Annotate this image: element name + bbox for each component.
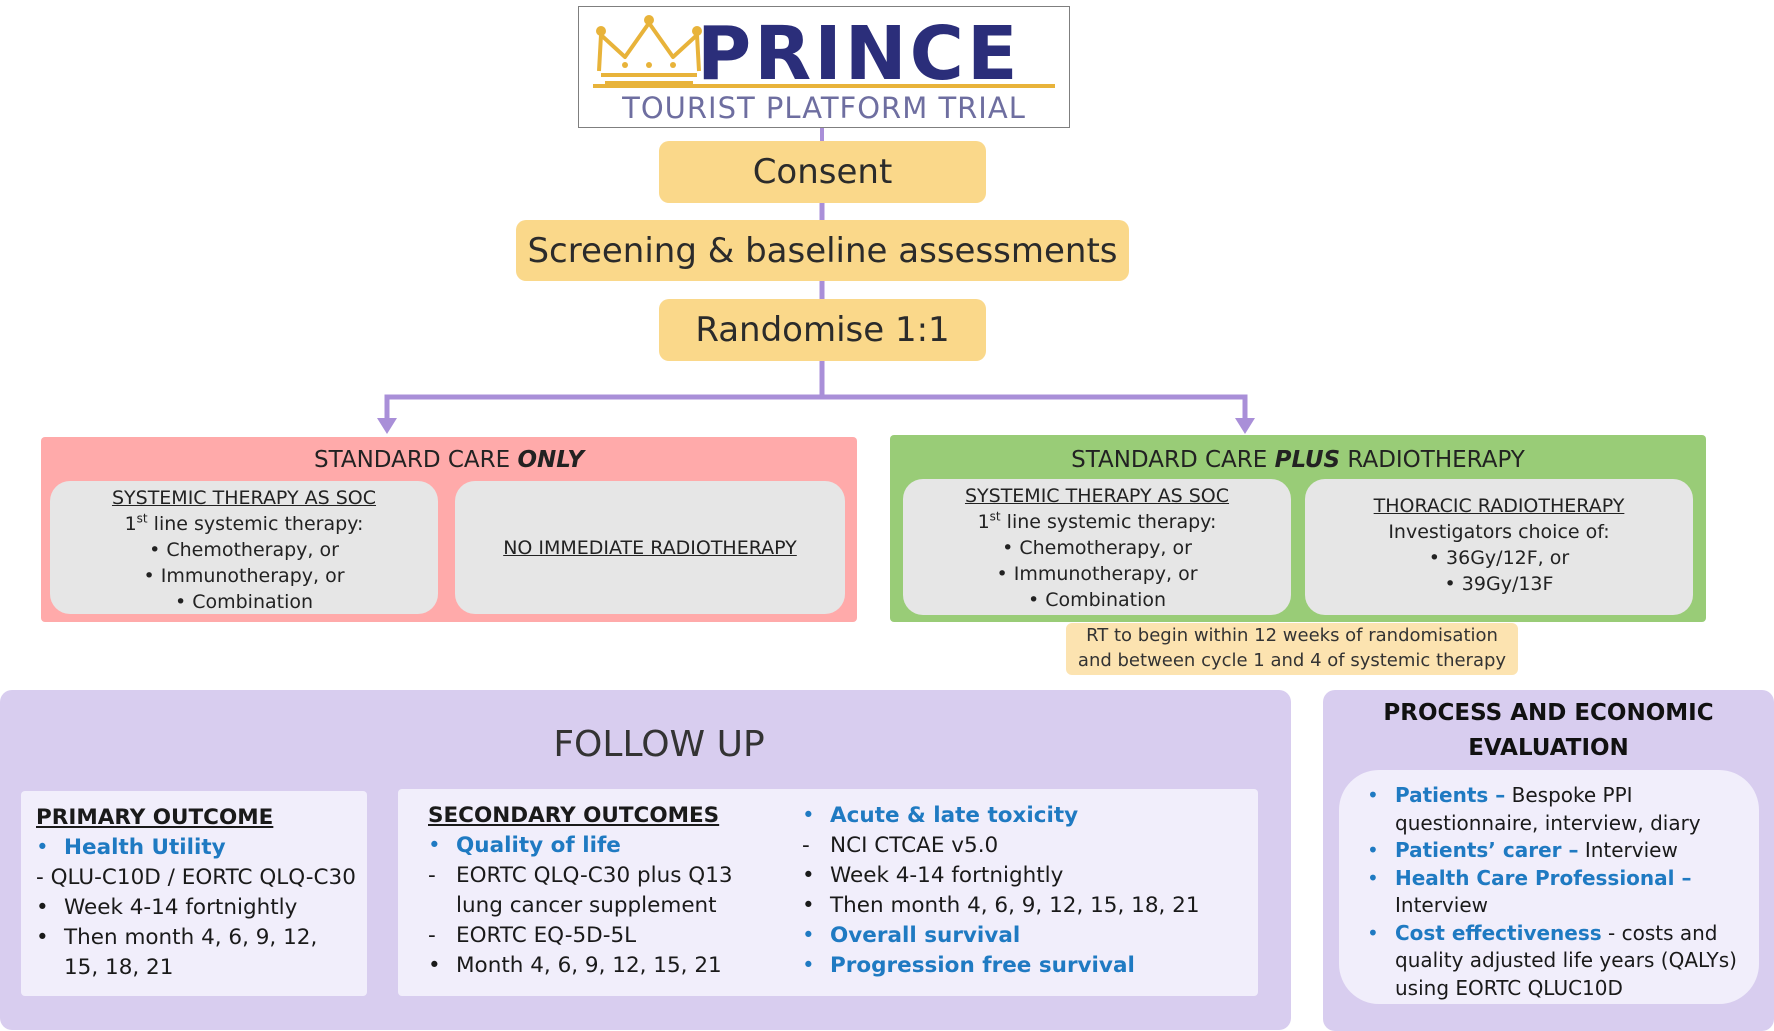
thoracic-item: • 39Gy/13F xyxy=(1444,573,1554,595)
secondary-col-2: •Acute & late toxicity -NCI CTCAE v5.0 •… xyxy=(802,801,1252,981)
list-item: •Quality of life xyxy=(428,833,621,858)
standard-care-only-arm: STANDARD CARE ONLY SYSTEMIC THERAPY AS S… xyxy=(41,437,857,622)
list-item: •Health Care Professional – Interview xyxy=(1367,865,1692,918)
no-immediate-radiotherapy-card: NO IMMEDIATE RADIOTHERAPY xyxy=(455,481,845,614)
follow-up-panel: FOLLOW UP PRIMARY OUTCOME •Health Utilit… xyxy=(0,690,1291,1030)
list-item: - QLU-C10D / EORTC QLQ-C30 xyxy=(36,865,356,890)
secondary-col-1: SECONDARY OUTCOMES •Quality of life -EOR… xyxy=(428,801,778,981)
screening-box: Screening & baseline assessments xyxy=(516,220,1129,281)
list-item: •Cost effectiveness - costs and quality … xyxy=(1367,920,1737,1000)
standard-care-only-title: STANDARD CARE ONLY xyxy=(314,447,584,473)
systemic-item: • Immunotherapy, or xyxy=(996,563,1198,585)
list-item: -NCI CTCAE v5.0 xyxy=(802,833,999,858)
systemic-item: • Chemotherapy, or xyxy=(149,539,339,561)
rt-note-line: and between cycle 1 and 4 of systemic th… xyxy=(1077,650,1507,671)
systemic-heading: SYSTEMIC THERAPY AS SOC xyxy=(111,487,377,509)
rt-timing-note: RT to begin within 12 weeks of randomisa… xyxy=(1066,623,1518,675)
systemic-item: • Combination xyxy=(174,591,314,613)
no-radiotherapy-label: NO IMMEDIATE RADIOTHERAPY xyxy=(503,536,797,559)
primary-outcome-heading: PRIMARY OUTCOME xyxy=(36,805,274,830)
rt-note-line: RT to begin within 12 weeks of randomisa… xyxy=(1086,625,1498,646)
standard-care-plus-title: STANDARD CARE PLUS RADIOTHERAPY xyxy=(1071,447,1525,473)
process-title-line: PROCESS AND ECONOMIC xyxy=(1383,700,1714,726)
thoracic-line: Investigators choice of: xyxy=(1388,521,1610,543)
thoracic-radiotherapy-card: THORACIC RADIOTHERAPY Investigators choi… xyxy=(1305,479,1693,615)
logo-subtitle: TOURIST PLATFORM TRIAL xyxy=(622,91,1026,125)
process-list-card: •Patients – Bespoke PPI questionnaire, i… xyxy=(1339,770,1759,1004)
secondary-outcomes-heading: SECONDARY OUTCOMES xyxy=(428,803,720,828)
systemic-line: 1st line systemic therapy: xyxy=(977,509,1217,533)
follow-up-title: FOLLOW UP xyxy=(553,724,765,765)
process-title: PROCESS AND ECONOMIC EVALUATION xyxy=(1323,696,1774,766)
process-economic-panel: PROCESS AND ECONOMIC EVALUATION •Patient… xyxy=(1323,690,1774,1031)
list-item: •Then month 4, 6, 9, 12, 15, 18, 21 xyxy=(802,893,1200,918)
thoracic-heading: THORACIC RADIOTHERAPY xyxy=(1373,495,1625,517)
list-item: •Overall survival xyxy=(802,923,1021,948)
prince-logo: PRINCE TOURIST PLATFORM TRIAL xyxy=(578,6,1070,128)
process-title-line: EVALUATION xyxy=(1468,735,1629,761)
crown-icon xyxy=(596,15,702,85)
list-item: •Progression free survival xyxy=(802,953,1135,978)
systemic-heading: SYSTEMIC THERAPY AS SOC xyxy=(964,485,1230,507)
systemic-item: • Chemotherapy, or xyxy=(1002,537,1192,559)
primary-outcome-card: PRIMARY OUTCOME •Health Utility - QLU-C1… xyxy=(21,791,367,996)
list-item: •Acute & late toxicity xyxy=(802,803,1079,828)
arrow-head-left xyxy=(377,418,397,434)
logo-rule xyxy=(593,84,1055,88)
list-item: •Week 4-14 fortnightly xyxy=(802,863,1064,888)
systemic-line: 1st line systemic therapy: xyxy=(124,511,364,535)
systemic-therapy-card-right: SYSTEMIC THERAPY AS SOC 1st line systemi… xyxy=(903,479,1291,615)
systemic-item: • Immunotherapy, or xyxy=(143,565,345,587)
list-item: -EORTC QLQ-C30 plus Q13 lung cancer supp… xyxy=(428,863,733,918)
list-item: •Patients – Bespoke PPI questionnaire, i… xyxy=(1367,783,1701,835)
secondary-outcomes-card: SECONDARY OUTCOMES •Quality of life -EOR… xyxy=(398,789,1258,996)
systemic-therapy-card-left: SYSTEMIC THERAPY AS SOC 1st line systemi… xyxy=(50,481,438,614)
arrow-head-right xyxy=(1235,418,1255,434)
systemic-item: • Combination xyxy=(1027,589,1167,611)
connector-split-bar xyxy=(384,394,1248,420)
list-item: -EORTC EQ-5D-5L xyxy=(428,923,637,948)
standard-care-plus-radiotherapy-arm: STANDARD CARE PLUS RADIOTHERAPY SYSTEMIC… xyxy=(890,435,1706,622)
randomise-box: Randomise 1:1 xyxy=(659,299,986,361)
list-item: •Week 4-14 fortnightly xyxy=(36,895,298,920)
logo-title: PRINCE xyxy=(697,11,1021,97)
thoracic-item: • 36Gy/12F, or xyxy=(1428,547,1570,569)
list-item: •Month 4, 6, 9, 12, 15, 21 xyxy=(428,953,722,978)
consent-box: Consent xyxy=(659,141,986,203)
list-item: •Health Utility xyxy=(36,835,226,860)
list-item: •Then month 4, 6, 9, 12, 15, 18, 21 xyxy=(36,925,318,980)
list-item: •Patients’ carer – Interview xyxy=(1367,838,1678,862)
